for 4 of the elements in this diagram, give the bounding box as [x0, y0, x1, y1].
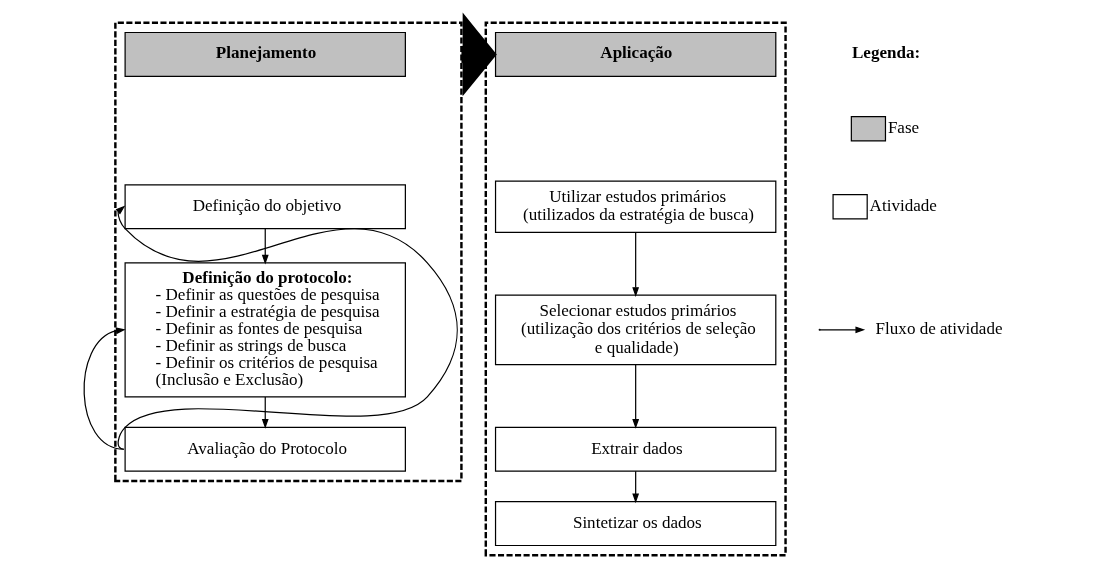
label: Legenda: — [851, 42, 921, 62]
legend-label: Atividade — [869, 196, 937, 216]
legend-label: Fluxo de atividade — [875, 319, 1003, 339]
legend-label: Fase — [887, 118, 920, 138]
